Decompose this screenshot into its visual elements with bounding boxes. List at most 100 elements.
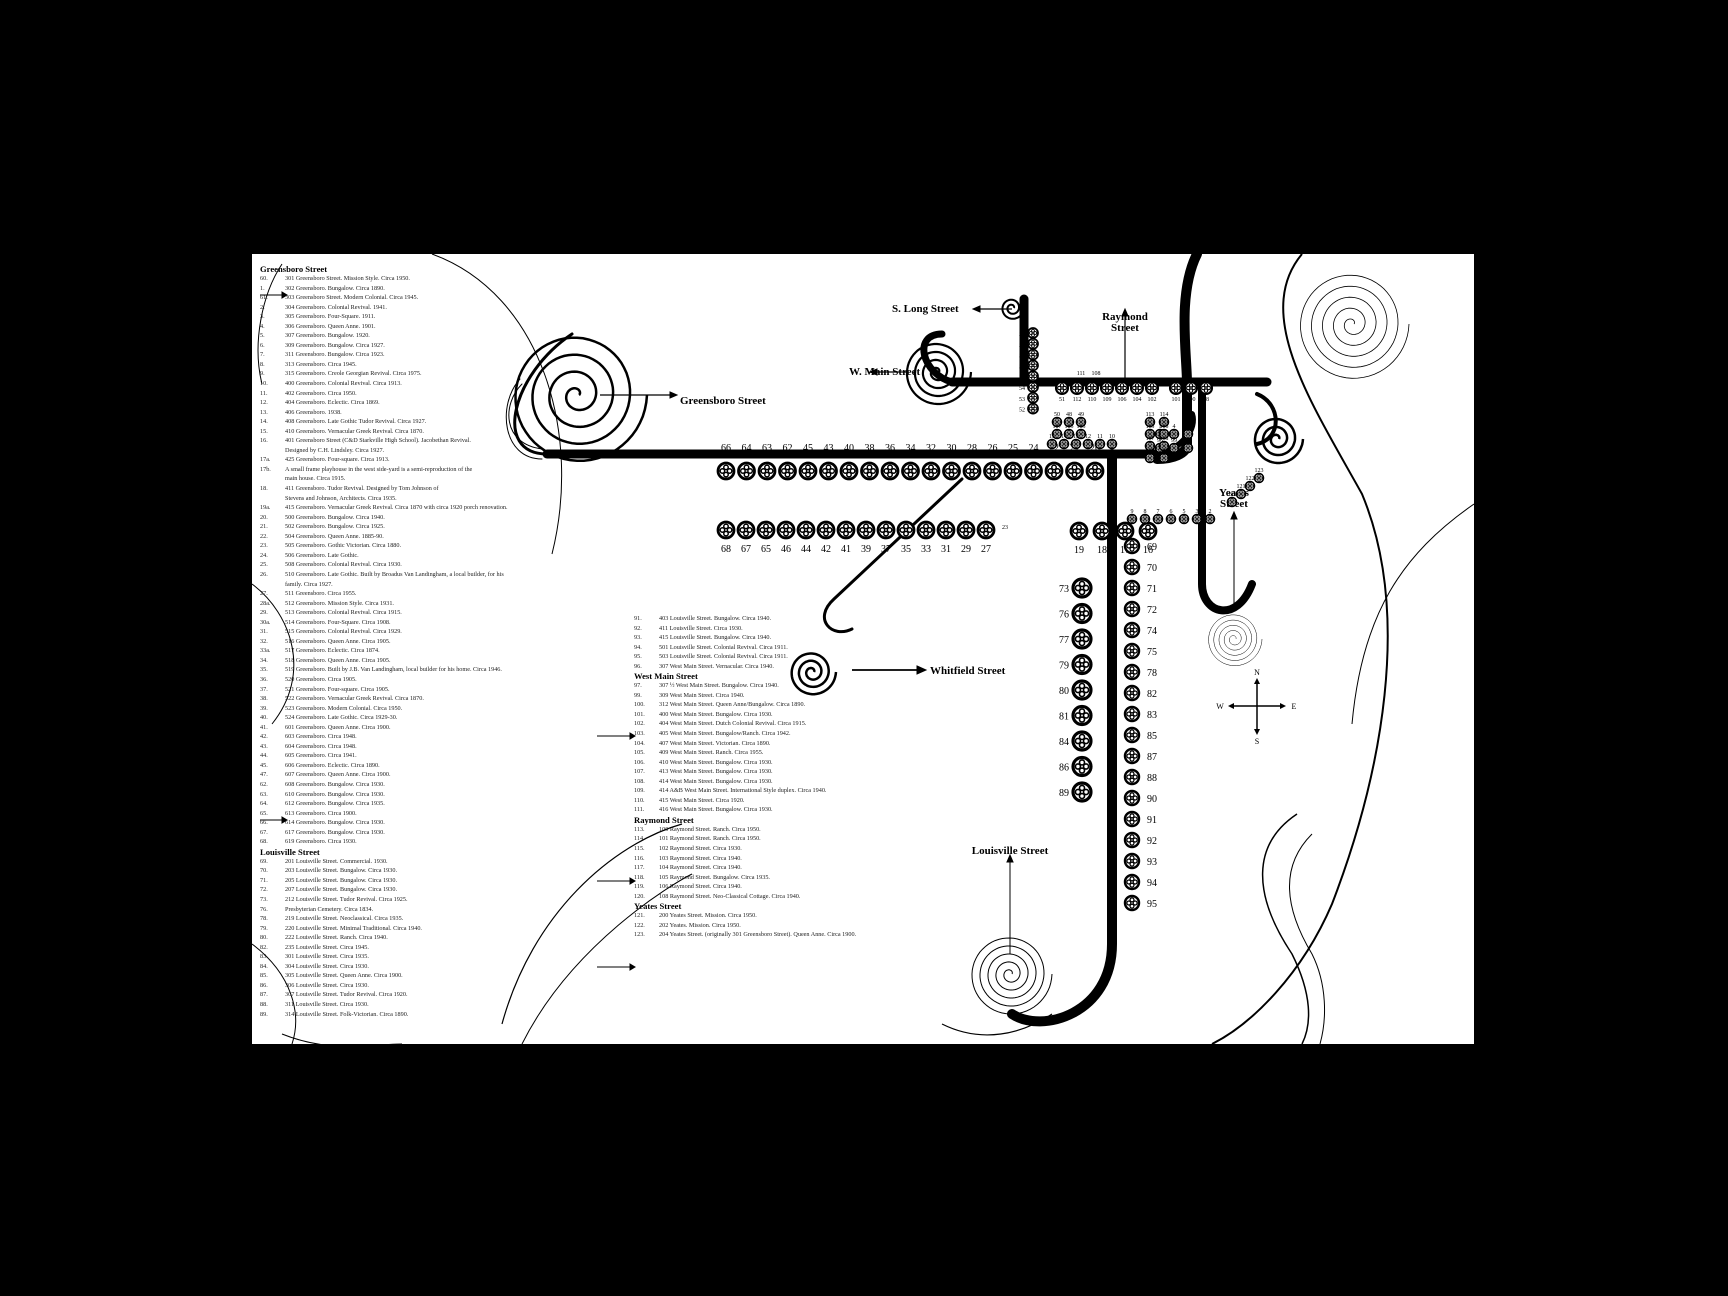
house-marker-icon[interactable] <box>1123 663 1141 681</box>
house-marker-icon[interactable] <box>1244 480 1256 492</box>
house-marker-icon[interactable] <box>976 520 996 540</box>
house-marker-icon[interactable] <box>776 520 796 540</box>
house-marker-icon[interactable] <box>798 461 818 481</box>
house-marker-icon[interactable] <box>736 520 756 540</box>
house-marker-icon[interactable] <box>1165 513 1177 525</box>
house-marker-icon[interactable] <box>1114 380 1130 396</box>
house-marker-icon[interactable] <box>1158 428 1170 440</box>
house-marker-icon[interactable] <box>916 520 936 540</box>
house-marker-icon[interactable] <box>1144 452 1156 464</box>
house-marker-icon[interactable] <box>1003 461 1023 481</box>
house-marker-icon[interactable] <box>1027 381 1039 393</box>
house-marker-icon[interactable] <box>1168 380 1184 396</box>
house-marker-icon[interactable] <box>942 461 961 481</box>
house-marker-icon[interactable] <box>1024 461 1043 481</box>
house-marker-icon[interactable] <box>1051 428 1063 440</box>
house-marker-icon[interactable] <box>1123 600 1141 618</box>
house-marker-icon[interactable] <box>1054 380 1070 396</box>
house-marker-icon[interactable] <box>1226 496 1238 508</box>
house-marker-icon[interactable] <box>1178 513 1190 525</box>
house-marker-icon[interactable] <box>1027 337 1039 350</box>
house-marker-icon[interactable] <box>1144 440 1156 452</box>
house-marker-icon[interactable] <box>1123 705 1141 723</box>
house-marker-icon[interactable] <box>796 520 816 540</box>
house-marker-icon[interactable] <box>778 461 797 481</box>
house-marker-icon[interactable] <box>1063 416 1075 428</box>
house-marker-icon[interactable] <box>1063 428 1075 440</box>
house-marker-icon[interactable] <box>1123 768 1141 786</box>
house-marker-icon[interactable] <box>1144 380 1160 396</box>
house-marker-icon[interactable] <box>956 520 976 540</box>
house-marker-icon[interactable] <box>856 520 876 540</box>
house-marker-icon[interactable] <box>819 461 838 481</box>
house-marker-icon[interactable] <box>1106 438 1118 450</box>
house-marker-icon[interactable] <box>1071 730 1093 752</box>
house-marker-icon[interactable] <box>1027 327 1039 339</box>
house-marker-icon[interactable] <box>1168 428 1180 440</box>
house-marker-icon[interactable] <box>1075 416 1087 428</box>
house-marker-icon[interactable] <box>1158 440 1170 452</box>
house-marker-icon[interactable] <box>1168 442 1180 454</box>
house-marker-icon[interactable] <box>1139 513 1151 525</box>
house-marker-icon[interactable] <box>816 520 836 540</box>
house-marker-icon[interactable] <box>901 461 920 481</box>
house-marker-icon[interactable] <box>1123 747 1141 765</box>
house-marker-icon[interactable] <box>1084 380 1100 396</box>
house-marker-icon[interactable] <box>1082 438 1094 450</box>
house-marker-icon[interactable] <box>1094 438 1106 450</box>
house-marker-icon[interactable] <box>1065 461 1084 481</box>
house-marker-icon[interactable] <box>1051 416 1063 428</box>
house-marker-icon[interactable] <box>1183 380 1199 396</box>
house-marker-icon[interactable] <box>1071 628 1093 650</box>
house-marker-icon[interactable] <box>836 520 856 540</box>
house-marker-icon[interactable] <box>1253 472 1265 484</box>
house-marker-icon[interactable] <box>1123 831 1141 849</box>
house-marker-icon[interactable] <box>1123 852 1141 870</box>
house-marker-icon[interactable] <box>1129 380 1145 396</box>
house-marker-icon[interactable] <box>1123 894 1141 912</box>
house-marker-icon[interactable] <box>1027 370 1039 383</box>
house-marker-icon[interactable] <box>1069 380 1085 396</box>
house-marker-icon[interactable] <box>1075 428 1087 440</box>
house-marker-icon[interactable] <box>1123 621 1141 639</box>
house-marker-icon[interactable] <box>1123 684 1141 702</box>
house-marker-icon[interactable] <box>1071 679 1093 701</box>
house-marker-icon[interactable] <box>1071 781 1093 803</box>
house-marker-icon[interactable] <box>880 461 900 481</box>
house-marker-icon[interactable] <box>1144 416 1156 428</box>
house-marker-icon[interactable] <box>1027 391 1039 404</box>
house-marker-icon[interactable] <box>1138 521 1158 541</box>
house-marker-icon[interactable] <box>1198 380 1214 396</box>
house-marker-icon[interactable] <box>1123 642 1141 660</box>
house-marker-icon[interactable] <box>839 461 859 481</box>
house-marker-icon[interactable] <box>1071 602 1093 625</box>
house-marker-icon[interactable] <box>757 461 777 481</box>
house-marker-icon[interactable] <box>1123 579 1141 597</box>
house-marker-icon[interactable] <box>896 520 916 540</box>
house-marker-icon[interactable] <box>921 461 941 481</box>
house-marker-icon[interactable] <box>1123 558 1141 576</box>
house-marker-icon[interactable] <box>1158 416 1170 428</box>
house-marker-icon[interactable] <box>1071 755 1093 778</box>
house-marker-icon[interactable] <box>1123 789 1141 807</box>
house-marker-icon[interactable] <box>962 461 982 481</box>
house-marker-icon[interactable] <box>1046 438 1058 450</box>
house-marker-icon[interactable] <box>860 461 879 481</box>
house-marker-icon[interactable] <box>1144 428 1156 440</box>
house-marker-icon[interactable] <box>1204 513 1216 525</box>
house-marker-icon[interactable] <box>1069 521 1089 541</box>
house-marker-icon[interactable] <box>1152 513 1164 525</box>
house-marker-icon[interactable] <box>1027 402 1039 415</box>
house-marker-icon[interactable] <box>1085 461 1105 481</box>
house-marker-icon[interactable] <box>1071 704 1093 727</box>
house-marker-icon[interactable] <box>1123 537 1141 555</box>
house-marker-icon[interactable] <box>1070 438 1082 450</box>
house-marker-icon[interactable] <box>1071 577 1093 599</box>
house-marker-icon[interactable] <box>1123 726 1141 744</box>
house-marker-icon[interactable] <box>716 461 736 481</box>
house-marker-icon[interactable] <box>1115 521 1135 541</box>
house-marker-icon[interactable] <box>1099 380 1115 396</box>
house-marker-icon[interactable] <box>1027 359 1039 372</box>
house-marker-icon[interactable] <box>716 520 736 540</box>
house-marker-icon[interactable] <box>1123 873 1141 891</box>
